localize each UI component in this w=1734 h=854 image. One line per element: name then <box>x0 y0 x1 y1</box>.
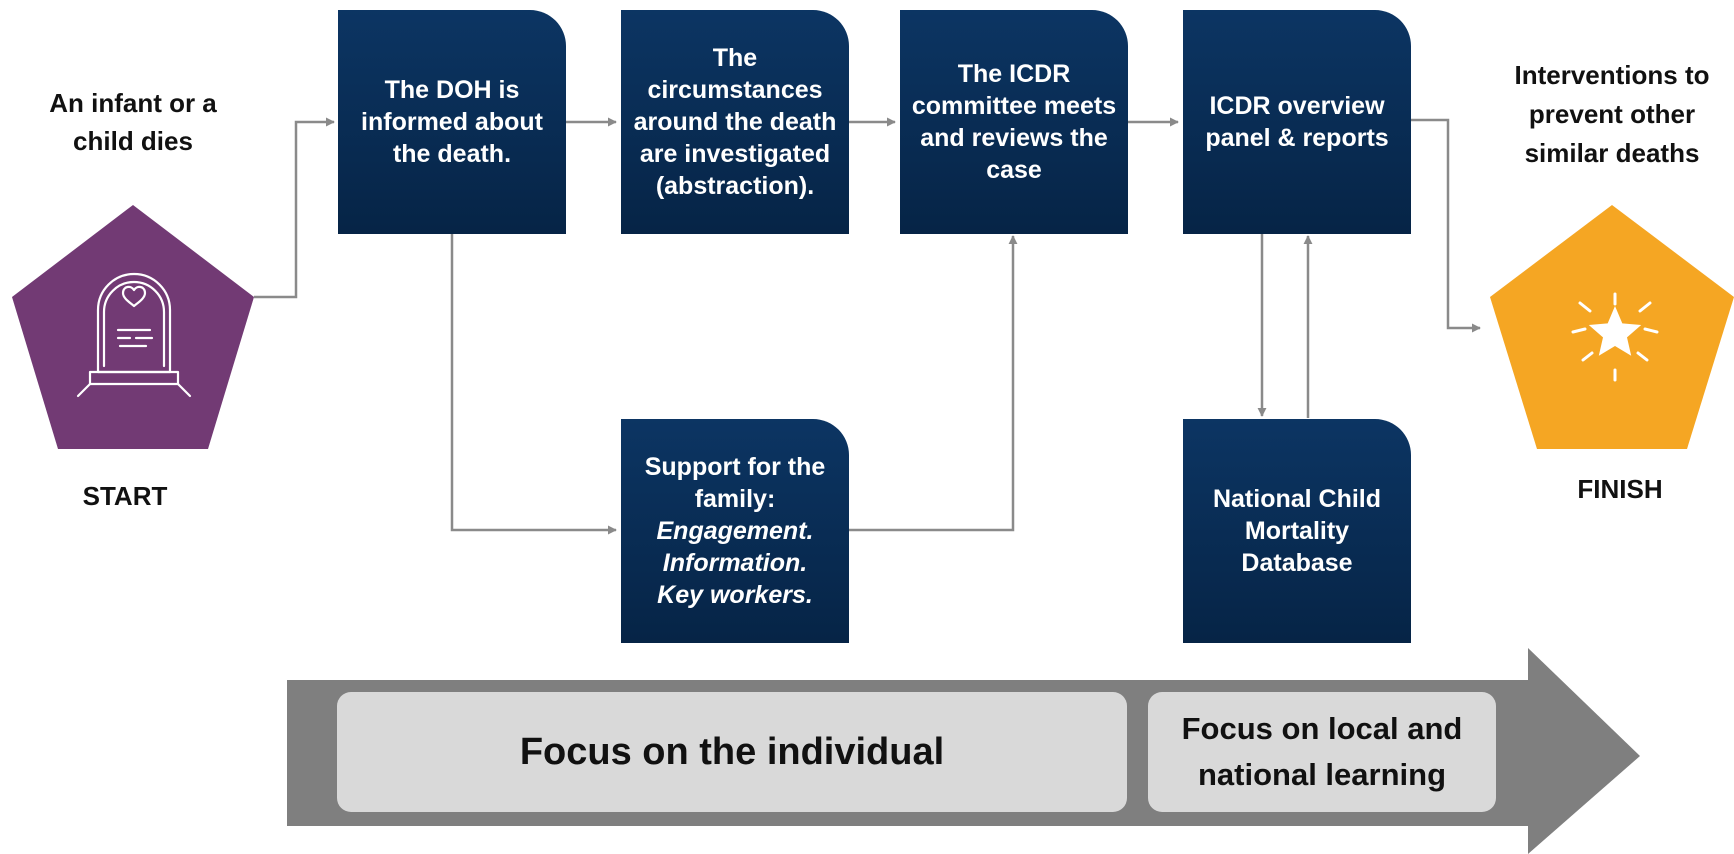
step-national-database: National Child Mortality Database <box>1183 419 1411 643</box>
connector-start-to-doh <box>254 117 335 299</box>
national-database-text: National Child Mortality Database <box>1212 485 1382 577</box>
gravestone-heart-icon <box>76 272 192 398</box>
step-overview-panel: ICDR overview panel & reports <box>1183 10 1411 234</box>
step-overview-panel-text: ICDR overview panel & reports <box>1205 92 1389 152</box>
step-family-support: Support for the family: Engagement. Info… <box>621 419 849 643</box>
family-support-item: Key workers. <box>657 581 813 609</box>
finish-heading: Interventions to prevent other similar d… <box>1514 60 1710 168</box>
step-doh-informed-text: The DOH is informed about the death. <box>361 76 543 168</box>
connector-overview-to-finish <box>1411 118 1481 333</box>
step-committee-review-text: The ICDR committee meets and reviews the… <box>911 60 1117 184</box>
family-support-item: Engagement. <box>656 517 814 545</box>
step-doh-informed: The DOH is informed about the death. <box>338 10 566 234</box>
step-investigation: The circumstances around the death are i… <box>621 10 849 234</box>
connector-doh-to-support <box>450 234 617 535</box>
sparkle-star-icon <box>1571 292 1659 382</box>
step-committee-review: The ICDR committee meets and reviews the… <box>900 10 1128 234</box>
connector-support-to-committee <box>849 235 1018 532</box>
family-support-item: Information. <box>662 549 808 577</box>
family-support-title: Support for the family: <box>644 453 826 513</box>
focus-learning-label: Focus on local and national learning <box>1148 692 1496 812</box>
focus-individual-label: Focus on the individual <box>337 692 1127 812</box>
start-pentagon <box>12 205 254 449</box>
finish-caption: FINISH <box>1577 474 1663 504</box>
start-caption: START <box>82 481 168 511</box>
step-investigation-text: The circumstances around the death are i… <box>633 44 837 200</box>
start-heading: An infant or a child dies <box>49 88 217 156</box>
